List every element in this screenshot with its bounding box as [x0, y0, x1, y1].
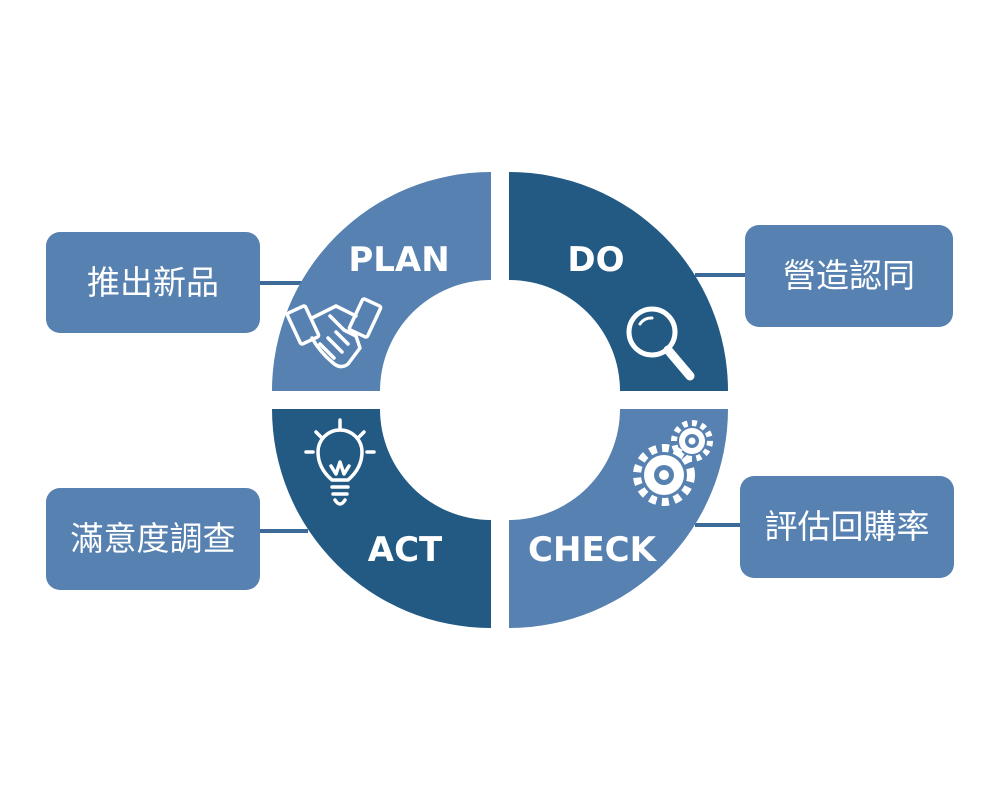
do-note-box: 營造認同 [745, 225, 953, 327]
act-quadrant [272, 409, 491, 628]
act-label: ACT [368, 530, 443, 570]
do-label: DO [567, 240, 624, 280]
plan-quadrant [272, 172, 491, 391]
plan-note-box: 推出新品 [46, 232, 260, 333]
magnifier-icon [626, 306, 695, 381]
do-note-text: 營造認同 [783, 256, 915, 295]
check-note-box: 評估回購率 [740, 476, 954, 578]
handshake-icon [285, 297, 383, 369]
plan-note-text: 推出新品 [87, 263, 219, 302]
gears-icon [633, 420, 713, 506]
act-note-text: 滿意度調查 [71, 519, 236, 558]
check-note-text: 評估回購率 [765, 507, 930, 546]
act-note-box: 滿意度調查 [46, 488, 260, 590]
lightbulb-icon [304, 418, 376, 506]
check-label: CHECK [528, 530, 658, 570]
plan-label: PLAN [348, 240, 449, 280]
do-quadrant [509, 172, 728, 391]
